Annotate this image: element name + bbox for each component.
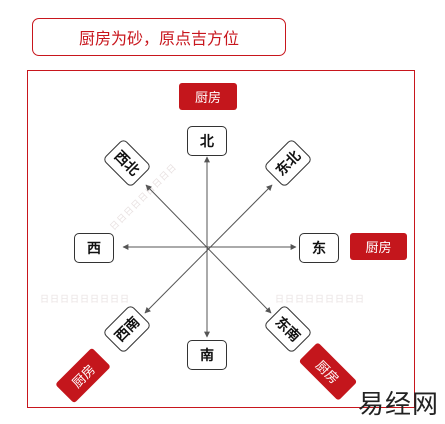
kitchen-tag-east: 厨房 <box>350 233 407 260</box>
diagram-frame <box>27 70 415 408</box>
arrow-northeast-southwest <box>144 184 273 314</box>
diagram-title: 厨房为砂，原点吉方位 <box>32 18 286 56</box>
direction-south: 南 <box>187 340 227 370</box>
watermark-south: 日日日日日日日日日 <box>40 295 131 305</box>
kitchen-tag-north: 厨房 <box>179 83 237 110</box>
direction-north: 北 <box>187 126 227 156</box>
direction-east: 东 <box>299 233 339 263</box>
watermark-east: 日日日日日日日日日 <box>275 295 366 305</box>
brand-logo-text: 易经网 <box>357 390 439 420</box>
direction-west: 西 <box>74 233 114 263</box>
